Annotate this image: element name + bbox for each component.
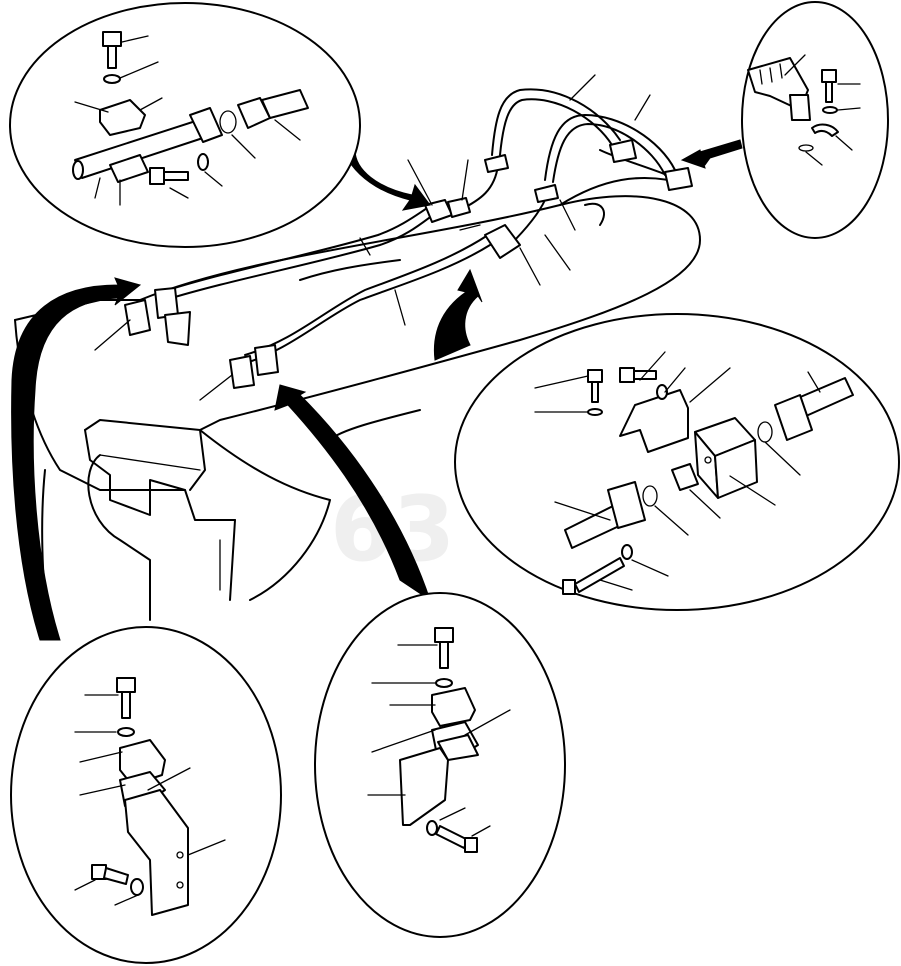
washer-icon	[435, 678, 453, 688]
o-ring-icon	[219, 110, 237, 134]
washer-icon	[103, 74, 121, 84]
bolt-icon	[116, 677, 136, 719]
fittings	[94, 139, 693, 401]
callout-bottom-center	[314, 592, 566, 938]
callout-bottom-left	[10, 626, 282, 964]
bolt-icon	[91, 864, 129, 885]
o-ring-icon	[798, 144, 814, 152]
washer-icon	[197, 153, 209, 171]
bolt-icon	[426, 820, 478, 853]
washer-icon	[117, 727, 135, 737]
bolt-icon	[587, 369, 603, 403]
bolt-icon	[562, 557, 625, 595]
callout-top-left	[9, 2, 361, 248]
bolt-icon	[102, 31, 122, 69]
bolt-icon	[821, 69, 837, 103]
bolt-icon	[149, 167, 189, 185]
main-leaders	[359, 74, 651, 326]
bolt-icon	[434, 627, 454, 669]
callout-mid-right	[454, 313, 900, 611]
bolt-icon	[619, 367, 657, 383]
callout-top-right	[741, 1, 889, 239]
hydraulic-lines	[164, 88, 676, 366]
callout-arrows	[11, 128, 743, 641]
